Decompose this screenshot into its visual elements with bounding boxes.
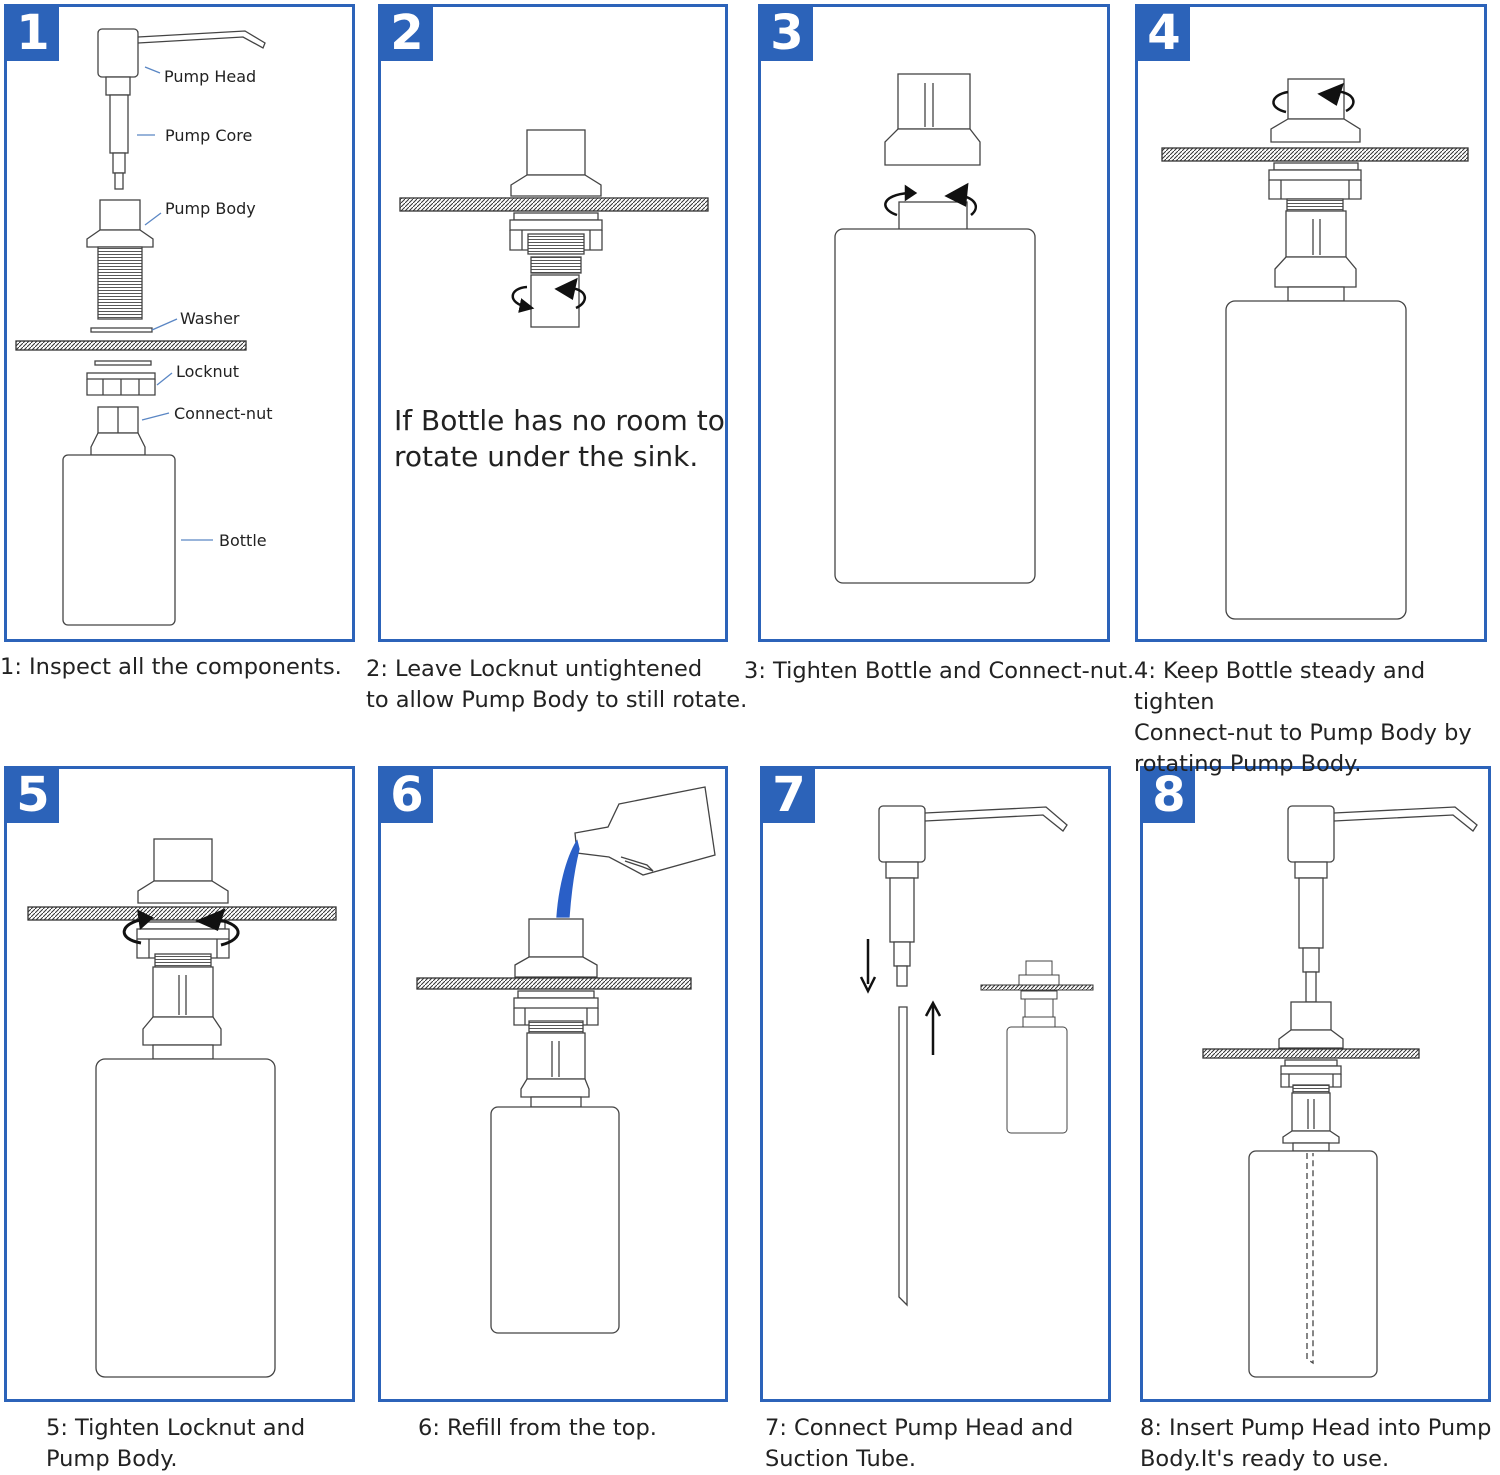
step-5-badge: 5 [7,769,59,823]
step-3-caption: 3: Tighten Bottle and Connect-nut. [744,658,1135,684]
step-8-caption: 8: Insert Pump Head into Pump Body.It's … [1140,1415,1492,1472]
up-arrow-icon [924,1000,942,1055]
step-7-panel: 7 [760,766,1111,1402]
step-8-panel: 8 [1140,766,1491,1402]
step-1-caption: 1: Inspect all the components. [0,654,342,680]
label-washer: Washer [180,309,240,328]
rotate-arrow-icon [1272,82,1355,114]
step-1-diagram [15,28,266,626]
step-5-panel: 5 [4,766,355,1402]
rotate-arrow-icon [511,277,587,313]
step-7-diagram [859,805,1094,1307]
label-connect-nut: Connect-nut [174,404,273,423]
label-bottle: Bottle [219,531,267,550]
label-locknut: Locknut [176,362,240,381]
step-6-caption: 6: Refill from the top. [418,1415,657,1441]
step-8-badge: 8 [1143,769,1195,823]
step-4-panel: 4 [1135,4,1487,642]
step-2-note: If Bottle has no room to rotate under th… [394,404,725,473]
step-6-panel: 6 [378,766,728,1402]
step-6-diagram [416,786,716,1334]
step-1-badge: 1 [7,7,59,61]
rotate-arrow-icon [884,182,977,217]
step-8-diagram [1202,805,1478,1378]
label-pump-body: Pump Body [165,199,256,218]
step-3-panel: 3 [758,4,1110,642]
step-6-badge: 6 [381,769,433,823]
step-4-badge: 4 [1138,7,1190,61]
step-5-diagram [27,838,337,1378]
label-pump-core: Pump Core [165,126,253,145]
step-5-caption: 5: Tighten Locknut and Pump Body. [46,1415,306,1472]
step-3-diagram [834,73,1036,584]
down-arrow-icon [859,939,877,994]
step-2-badge: 2 [381,7,433,61]
rotate-arrow-icon [122,908,240,947]
step-2-panel: 2 If Bottle has no room to rotate under … [378,4,728,642]
step-2-caption: 2: Leave Locknut untightened to allow Pu… [366,656,748,713]
step-2-diagram [399,129,709,328]
step-4-caption: 4: Keep Bottle steady and tighten Connec… [1134,658,1472,777]
step-7-badge: 7 [763,769,815,823]
step-1-panel: 1 Pump Head Pump Core P [4,4,355,642]
step-3-badge: 3 [761,7,813,61]
step-4-diagram [1161,78,1469,620]
step-7-caption: 7: Connect Pump Head and Suction Tube. [765,1415,1074,1472]
label-pump-head: Pump Head [164,67,257,86]
